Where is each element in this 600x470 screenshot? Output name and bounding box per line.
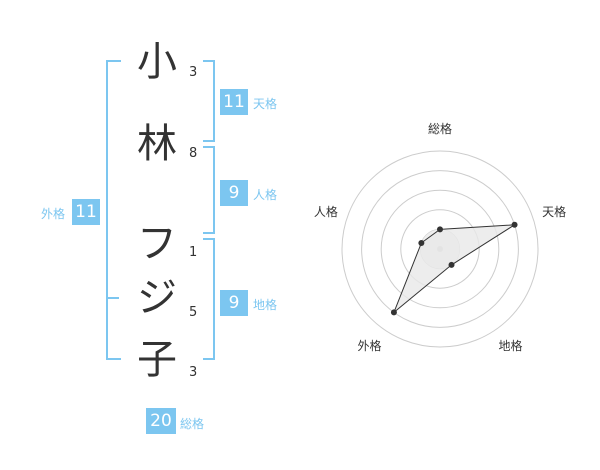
name-char-5: 子 bbox=[137, 337, 177, 383]
radar-axis-label: 外格 bbox=[357, 338, 381, 353]
chikaku-bracket bbox=[203, 238, 215, 360]
radar-axis-label: 人格 bbox=[314, 204, 338, 219]
jinkaku-label: 人格 bbox=[253, 188, 278, 202]
stroke-count-3: 1 bbox=[189, 245, 198, 260]
name-char-4: ジ bbox=[137, 275, 177, 321]
radar-points bbox=[390, 221, 518, 316]
stroke-count-5: 3 bbox=[189, 365, 198, 380]
radar-grid-ring bbox=[380, 189, 500, 309]
radar-point-1 bbox=[437, 226, 443, 233]
stroke-count-4: 5 bbox=[189, 305, 198, 320]
radar-grid-ring bbox=[361, 170, 519, 328]
tenkaku-label: 天格 bbox=[253, 97, 278, 111]
jinkaku-bracket bbox=[203, 146, 215, 234]
radar-axis-label: 総格 bbox=[428, 121, 452, 136]
tenkaku-bracket bbox=[203, 60, 215, 142]
soukaku-label: 総格 bbox=[180, 417, 205, 431]
name-char-2: 林 bbox=[137, 121, 177, 167]
name-char-3: フ bbox=[137, 221, 177, 267]
stroke-count-2: 8 bbox=[189, 146, 198, 161]
radar-point-5 bbox=[418, 239, 425, 246]
gaikaku-bracket bbox=[106, 60, 121, 360]
radar-point-4 bbox=[390, 309, 397, 316]
tenkaku-value: 11 bbox=[220, 89, 248, 115]
soukaku-value: 20 bbox=[146, 408, 176, 434]
gaikaku-label: 外格 bbox=[41, 207, 66, 221]
jinkaku-value: 9 bbox=[220, 180, 248, 206]
radar-axis-label: 天格 bbox=[542, 204, 566, 219]
stroke-count-1: 3 bbox=[189, 65, 198, 80]
chikaku-value: 9 bbox=[220, 290, 248, 316]
gaikaku-value: 11 bbox=[72, 199, 100, 225]
radar-point-3 bbox=[448, 261, 455, 268]
gaikaku-bracket-tick bbox=[106, 297, 119, 299]
radar-grid-ring bbox=[400, 209, 480, 289]
name-char-1: 小 bbox=[137, 39, 177, 85]
radar-point-2 bbox=[511, 221, 518, 228]
chikaku-label: 地格 bbox=[253, 298, 278, 312]
radar-grid-ring bbox=[341, 150, 539, 348]
radar-axis-label: 地格 bbox=[499, 338, 523, 353]
radar-polygon bbox=[393, 224, 515, 313]
